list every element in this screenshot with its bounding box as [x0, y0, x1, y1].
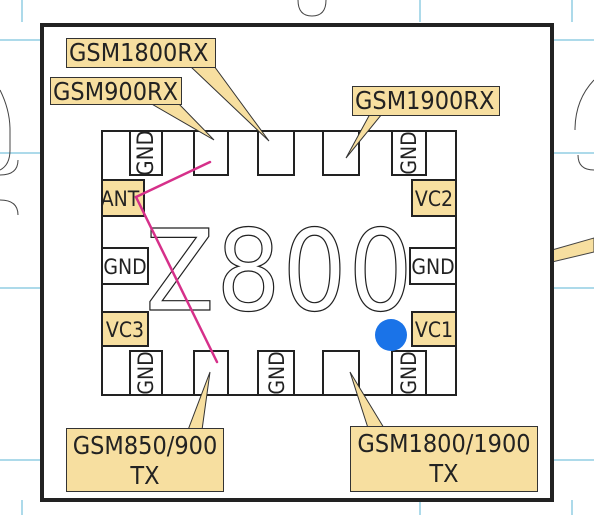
pad-gsm1800rx — [257, 130, 295, 176]
callout-gsm900rx-text: GSM900RX — [53, 77, 179, 106]
pad-gsm1800-1900tx — [322, 350, 360, 396]
pad-bottom-gnd-right — [391, 350, 427, 396]
callout-gsm1800-1900tx: GSM1800/1900 TX — [350, 426, 538, 492]
pad-left-gnd — [101, 247, 149, 285]
pin-label-vc2: VC2 — [415, 187, 453, 211]
pad-vc1 — [411, 311, 457, 347]
callout-gsm1900rx: GSM1900RX — [352, 86, 500, 116]
signal-traces — [134, 160, 219, 364]
pad-gsm850-900tx — [193, 350, 229, 396]
board-outline — [0, 0, 594, 216]
pad-vc3 — [101, 311, 149, 347]
callout-gsm850-900tx: GSM850/900 TX — [66, 428, 224, 492]
callout-gsm1800rx-text: GSM1800RX — [69, 38, 209, 67]
pin-label-gnd-left: GND — [103, 255, 146, 279]
pin-label-gnd-top-left: GND — [134, 130, 159, 175]
callout-gsm1800-1900tx-line2: TX — [429, 459, 459, 488]
pad-bottom-gnd-center — [257, 350, 295, 396]
external-pointer — [551, 237, 594, 263]
callout-gsm1800-1900tx-line1: GSM1800/1900 — [357, 429, 531, 458]
callout-gsm1900rx-text: GSM1900RX — [355, 86, 495, 115]
pin-label-gnd-right: GND — [411, 255, 454, 279]
pad-vc2 — [411, 179, 457, 217]
pin-label-vc1: VC1 — [415, 318, 453, 342]
callout-gsm900rx: GSM900RX — [50, 77, 182, 106]
pin-label-gnd-bottom-center: GND — [265, 351, 289, 394]
pad-top-gnd-left — [129, 130, 163, 176]
callout-gsm1800rx: GSM1800RX — [66, 38, 216, 68]
callout-gsm850-900tx-line2: TX — [130, 461, 160, 490]
pad-ant — [101, 179, 145, 217]
pad-right-gnd — [409, 247, 457, 285]
pin-label-gnd-bottom-left: GND — [134, 351, 158, 394]
pin-label-ant: ANT — [101, 187, 140, 211]
pin-label-gnd-bottom-right: GND — [397, 351, 421, 394]
pin-label-vc3: VC3 — [106, 318, 144, 342]
callout-gsm850-900tx-line1: GSM850/900 — [72, 431, 218, 460]
pin-label-gnd-top-right: GND — [397, 131, 421, 174]
chip-marking: Z800 — [145, 207, 414, 337]
pad-top-gnd-right — [391, 130, 427, 176]
pad-bottom-gnd-left — [129, 350, 163, 396]
pin1-marker — [375, 319, 407, 351]
pad-gsm1900rx — [322, 130, 360, 176]
